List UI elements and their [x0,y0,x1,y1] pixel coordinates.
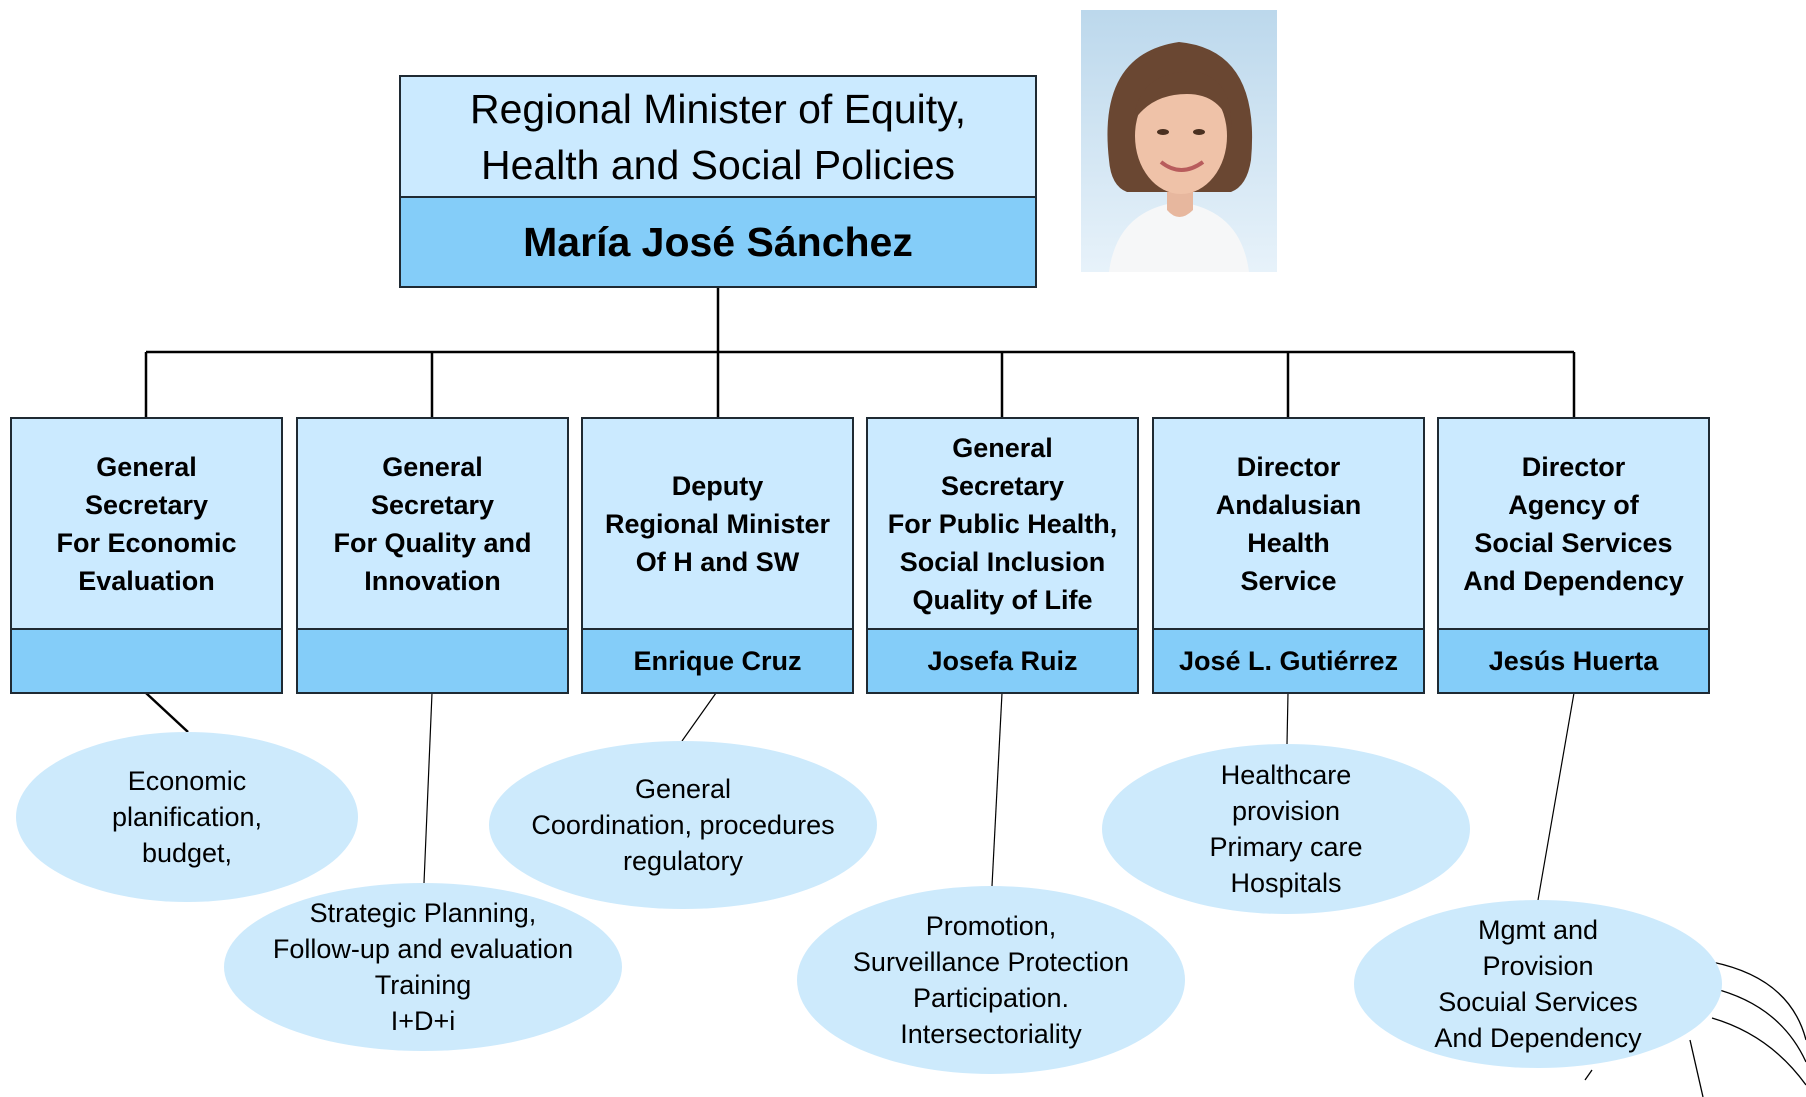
department-title: General Secretary For Public Health, Soc… [887,432,1118,615]
minister-title: Regional Minister of Equity, Health and … [469,85,967,188]
department-head-name [12,628,281,692]
desc-line-6 [1537,692,1575,901]
minister-photo [1081,10,1277,272]
department-box: Deputy Regional Minister Of H and SW Enr… [581,417,854,694]
department-head-name: Jesús Huerta [1439,628,1708,692]
department-title: Deputy Regional Minister Of H and SW [604,470,831,577]
responsibility-ellipse: Strategic Planning, Follow-up and evalua… [224,883,622,1051]
department-box: General Secretary For Economic Evaluatio… [10,417,283,694]
desc-line-3 [681,692,717,742]
department-head-name: José L. Gutiérrez [1154,628,1423,692]
department-title: Director Agency of Social Services And D… [1463,451,1684,596]
responsibility-ellipse: General Coordination, procedures regulat… [489,741,877,909]
desc-line-1 [145,692,189,733]
desc-line-4 [991,692,1003,887]
department-box: Director Agency of Social Services And D… [1437,417,1710,694]
minister-box: Regional Minister of Equity, Health and … [399,75,1037,288]
department-title: General Secretary For Economic Evaluatio… [56,451,237,596]
department-box: General Secretary For Quality and Innova… [296,417,569,694]
department-box: General Secretary For Public Health, Soc… [866,417,1139,694]
department-head-name [298,628,567,692]
department-head-name: Josefa Ruiz [868,628,1137,692]
minister-name: María José Sánchez [401,196,1035,286]
portrait-image [1107,42,1253,272]
desc-line-5 [1286,692,1289,745]
responsibility-ellipse: Promotion, Surveillance Protection Parti… [797,886,1185,1074]
decorative-swoosh [1584,961,1806,1097]
responsibility-ellipse: Mgmt and Provision Socuial Services And … [1354,900,1722,1068]
department-head-name: Enrique Cruz [583,628,852,692]
department-title: Director Andalusian Health Service [1215,451,1362,596]
desc-line-2 [423,692,433,884]
responsibility-ellipse: Economic planification, budget, [16,732,358,902]
department-title: General Secretary For Quality and Innova… [333,451,532,596]
department-box: Director Andalusian Health Service José … [1152,417,1425,694]
responsibility-ellipse: Healthcare provision Primary care Hospit… [1102,744,1470,914]
